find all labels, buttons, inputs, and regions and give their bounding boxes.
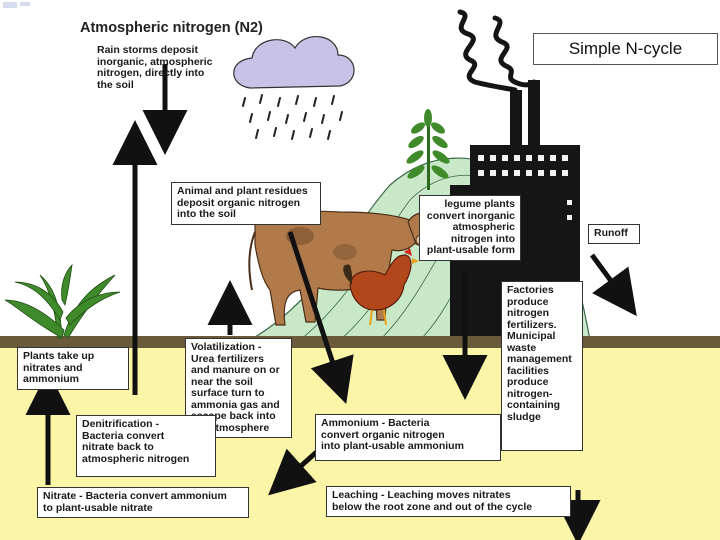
- diagram-title: Atmospheric nitrogen (N2): [80, 20, 263, 36]
- label-ammonium: Ammonium - Bacteria convert organic nitr…: [315, 414, 501, 461]
- corner-mark: [20, 2, 30, 6]
- rain-icon: [242, 94, 343, 140]
- label-runoff: Runoff: [588, 224, 640, 244]
- label-denitrification: Denitrification - Bacteria convert nitra…: [76, 415, 216, 477]
- arrow-runoff: [589, 253, 637, 317]
- arrow-residues-to-soil: [287, 231, 354, 405]
- label-leaching: Leaching - Leaching moves nitrates below…: [326, 486, 571, 517]
- crop-plant-icon: [4, 263, 121, 339]
- label-volatilization: Volatilization - Urea fertilizers and ma…: [185, 338, 292, 438]
- legume-plant-icon: [406, 109, 450, 190]
- label-residues: Animal and plant residues deposit organi…: [171, 182, 321, 225]
- corner-mark: [3, 2, 17, 8]
- cloud-icon: [233, 36, 355, 89]
- label-rain: Rain storms deposit inorganic, atmospher…: [97, 44, 213, 91]
- label-factories: Factories produce nitrogen fertilizers. …: [501, 281, 583, 451]
- label-plants-uptake: Plants take up nitrates and ammonium: [17, 347, 129, 390]
- label-legume: legume plants convert inorganic atmosphe…: [419, 195, 521, 261]
- cycle-arrows: [25, 64, 637, 540]
- chicken-icon: [343, 248, 419, 326]
- label-nitrate: Nitrate - Bacteria convert ammonium to p…: [37, 487, 249, 518]
- smoke-icon: [457, 9, 537, 93]
- slide-title: Simple N-cycle: [533, 33, 718, 65]
